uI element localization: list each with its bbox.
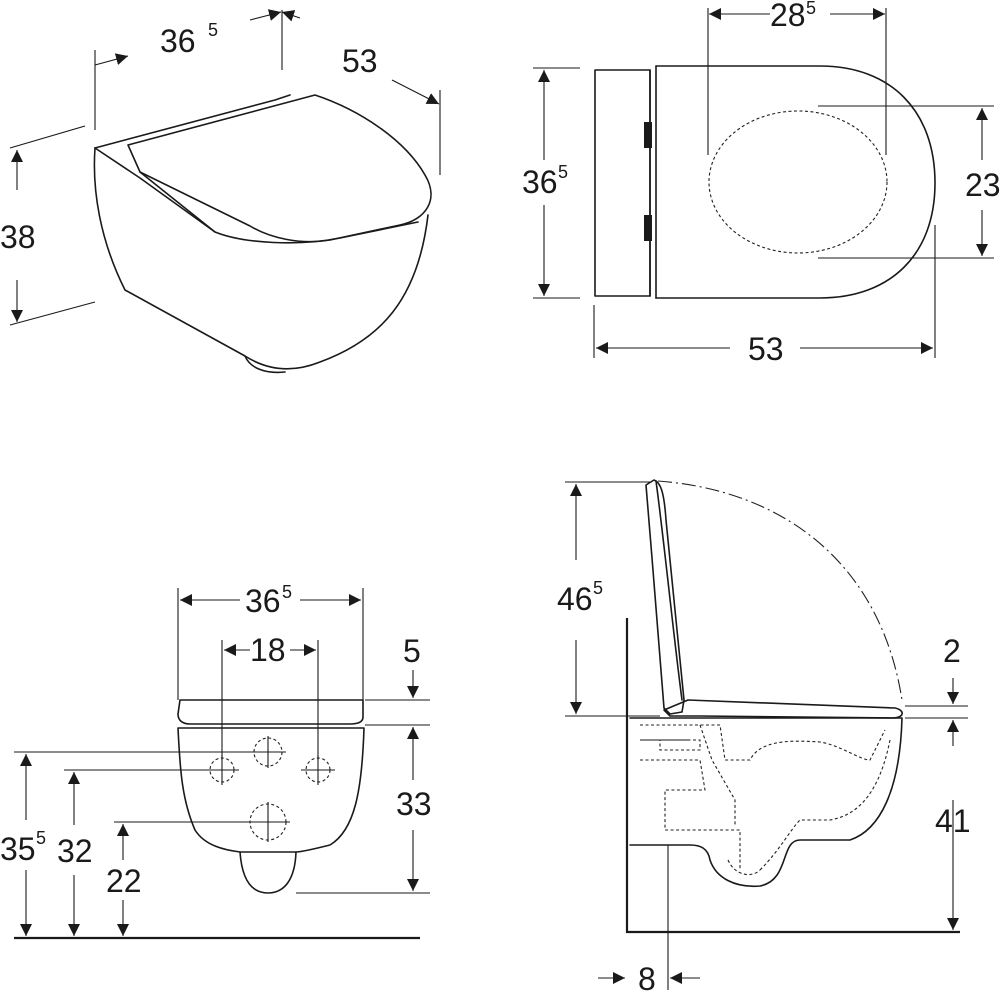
front-total-height-label: 35 — [0, 831, 36, 867]
front-width-label: 36 — [245, 583, 281, 619]
side-wall-offset-label: 8 — [638, 961, 656, 993]
top-opening-width-label: 28 — [770, 0, 806, 33]
top-width-sup: 5 — [558, 162, 568, 182]
iso-width-sup: 5 — [208, 20, 218, 40]
front-bowl-height-label: 33 — [396, 786, 432, 822]
front-seat-thickness-label: 5 — [403, 633, 421, 669]
front-outlet-height-label: 22 — [106, 863, 142, 899]
side-bowl-height-label: 41 — [935, 803, 971, 839]
front-width-sup: 5 — [282, 582, 292, 602]
top-opening-width-sup: 5 — [806, 0, 816, 18]
iso-width-label: 36 — [160, 23, 196, 59]
side-seat-gap-label: 2 — [943, 633, 961, 669]
top-opening-depth-label: 23 — [965, 167, 1000, 203]
front-fixing-height-label: 32 — [57, 833, 93, 869]
side-lid-height-sup: 5 — [593, 578, 603, 598]
top-width-label: 36 — [522, 164, 558, 200]
top-view: 28 5 36 5 23 53 — [522, 0, 1000, 367]
front-total-height-sup: 5 — [36, 828, 46, 848]
iso-height-label: 38 — [0, 219, 36, 255]
side-lid-height-label: 46 — [557, 581, 593, 617]
iso-depth-label: 53 — [342, 43, 378, 79]
front-fixing-spacing-label: 18 — [250, 632, 286, 668]
side-view: 46 5 2 41 8 — [557, 479, 971, 993]
iso-view: 36 5 53 38 — [0, 9, 441, 374]
top-length-label: 53 — [748, 331, 784, 367]
front-view: 36 5 18 5 33 35 5 32 22 — [0, 582, 432, 940]
